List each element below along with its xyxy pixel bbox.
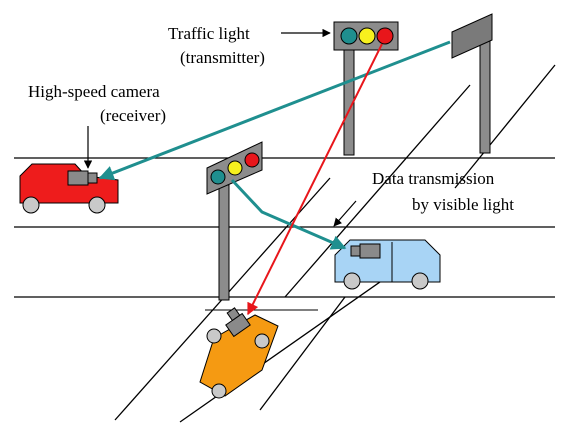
orange-car-wheel-right — [254, 333, 270, 349]
camera-label-line1: High-speed camera — [28, 82, 160, 101]
blue-car — [334, 239, 441, 290]
traffic-light-top-yellow-lamp — [358, 27, 376, 45]
blue-car-rear-wheel — [343, 272, 361, 290]
red-car — [19, 163, 119, 214]
traffic-light-lower-yellow-lamp — [227, 160, 243, 176]
traffic-light-top — [333, 21, 399, 156]
high-speed-camera-icon — [67, 170, 98, 186]
orange-car — [199, 307, 279, 399]
traffic-light-label-line2: (transmitter) — [180, 48, 265, 67]
blue-car-front-wheel — [411, 272, 429, 290]
label-pointers — [83, 28, 357, 227]
camera-label-line2: (receiver) — [100, 106, 166, 125]
camera-icon — [225, 307, 251, 338]
teal-signal-arrow-to-red-car — [98, 40, 451, 181]
signal-arrows — [98, 40, 451, 316]
red-signal-arrow-to-orange-car — [247, 43, 383, 316]
traffic-light-label-line1: Traffic light — [168, 24, 250, 43]
traffic-light-lower-pole — [218, 184, 230, 301]
roadside-receiver-pole — [451, 13, 493, 154]
diagonal-road-right — [454, 64, 556, 189]
orange-car-wheel-bottom — [211, 383, 227, 399]
traffic-light-lower-green-lamp — [210, 169, 226, 185]
traffic-light-top-red-lamp — [376, 27, 394, 45]
diagonal-road-lower-right — [259, 296, 346, 411]
orange-car-wheel-left — [206, 328, 222, 344]
traffic-light-lower — [206, 141, 263, 301]
data-transmission-pointer-arrow — [333, 200, 357, 227]
camera-icon — [350, 243, 381, 259]
red-car-front-wheel — [88, 196, 106, 214]
crosswalk — [205, 296, 330, 311]
red-car-rear-wheel — [22, 196, 40, 214]
traffic-light-top-green-lamp — [340, 27, 358, 45]
diagonal-road-mid-1 — [284, 84, 471, 298]
traffic-light-lower-red-lamp — [244, 152, 260, 168]
teal-signal-arrow-to-blue-car — [230, 178, 347, 250]
data-transmission-label-line1: Data transmission — [372, 169, 495, 188]
data-transmission-label-line2: by visible light — [412, 195, 514, 214]
